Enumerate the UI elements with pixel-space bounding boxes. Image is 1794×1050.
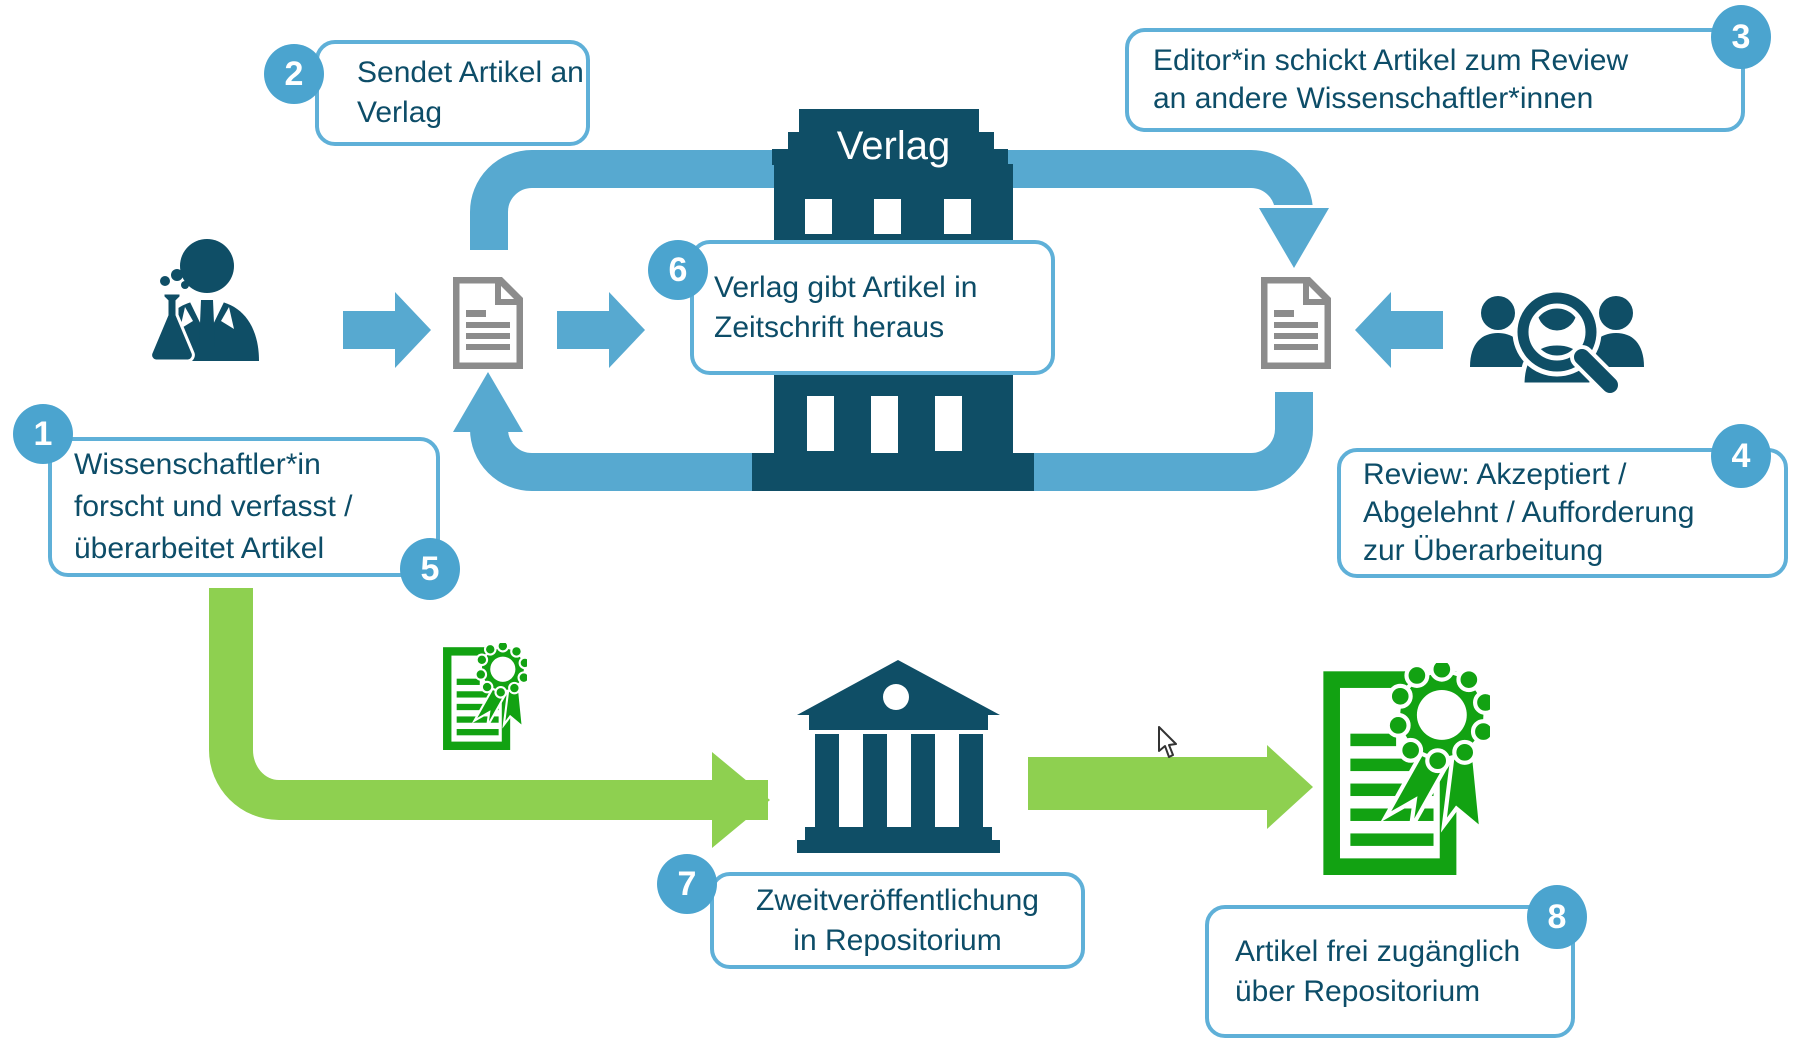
down-arrowhead-icon	[1259, 208, 1329, 268]
callout-line: Artikel frei zugänglich	[1235, 934, 1521, 968]
callout-secondary-publication: Zweitveröffentlichung in Repositorium	[710, 872, 1085, 969]
callout-publisher-publishes: Verlag gibt Artikel in Zeitschrift herau…	[690, 240, 1055, 375]
up-arrowhead-icon	[453, 372, 523, 432]
step-badge-6: 6	[648, 240, 708, 300]
article-document-icon	[453, 277, 523, 369]
mouse-cursor	[1158, 726, 1177, 758]
callout-review-result: Review: Akzeptiert / Abgelehnt / Aufford…	[1337, 448, 1788, 578]
callout-scientist-writes: Wissenschaftler*in forscht und verfasst …	[48, 437, 440, 577]
step-badge-4: 4	[1711, 424, 1771, 488]
publisher-building-step	[772, 149, 1008, 165]
callout-line: Wissenschaftler*in	[74, 448, 321, 481]
callout-line: Abgelehnt / Aufforderung	[1363, 496, 1695, 529]
step-badge-7: 7	[657, 854, 717, 914]
publisher-building-icon	[799, 109, 979, 134]
callout-send-to-publisher: Sendet Artikel an Verlag	[315, 40, 590, 146]
publisher-building-base	[752, 453, 1034, 491]
step-badge-1: 1	[13, 404, 73, 464]
callout-line: zur Überarbeitung	[1363, 534, 1604, 567]
repository-bank-building-icon	[797, 660, 1000, 853]
arrow-document-to-publisher-icon	[557, 292, 645, 368]
green-arrow-shaft	[1028, 757, 1267, 810]
callout-line: Verlag	[357, 96, 443, 129]
callout-line: forscht und verfasst /	[74, 490, 353, 523]
callout-line: in Repositorium	[793, 923, 1002, 957]
publisher-building-step	[788, 132, 994, 150]
callout-article-freely-accessible: Artikel frei zugänglich über Repositoriu…	[1205, 905, 1575, 1038]
certified-article-icon	[1323, 663, 1490, 875]
callout-line: Zeitschrift heraus	[714, 310, 945, 344]
green-arrowhead-to-certificate	[1267, 745, 1313, 829]
arrow-reviewers-to-document-icon	[1355, 292, 1443, 368]
callout-line: an andere Wissenschaftler*innen	[1153, 82, 1594, 115]
article-document-icon	[1261, 277, 1331, 369]
step-badge-2: 2	[264, 44, 324, 104]
green-flow-elbow	[209, 588, 768, 820]
publisher-building-label: Verlag	[836, 124, 951, 168]
step-badge-3: 3	[1711, 5, 1771, 69]
callout-line: Editor*in schickt Artikel zum Review	[1153, 44, 1629, 77]
step-badge-8: 8	[1527, 885, 1587, 949]
certified-article-icon	[443, 643, 527, 750]
callout-editor-sends-review: Editor*in schickt Artikel zum Review an …	[1125, 28, 1745, 132]
green-arrowhead-to-repository	[712, 752, 770, 848]
callout-line: überarbeitet Artikel	[74, 532, 325, 565]
callout-line: über Repositorium	[1235, 974, 1481, 1008]
callout-line: Zweitveröffentlichung	[756, 883, 1039, 917]
arrow-scientist-to-document-icon	[343, 292, 431, 368]
peer-review-group-magnifier-icon	[1470, 286, 1644, 397]
scientist-flask-icon	[149, 239, 259, 361]
callout-line: Review: Akzeptiert /	[1363, 458, 1627, 491]
callout-line: Sendet Artikel an	[357, 56, 584, 89]
callout-line: Verlag gibt Artikel in	[714, 270, 978, 304]
step-badge-5: 5	[400, 538, 460, 600]
